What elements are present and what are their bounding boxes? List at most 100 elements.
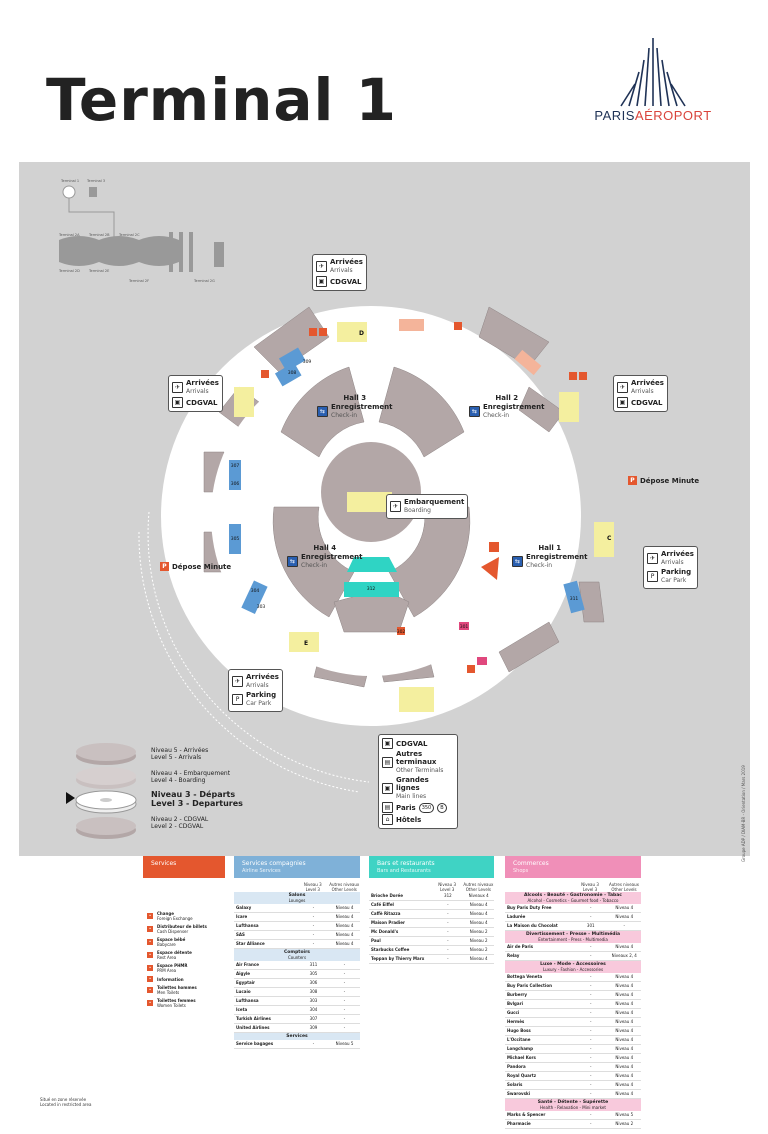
mini-map-label: Terminal 2D (58, 269, 80, 273)
table-cell: Swarovski (507, 1091, 531, 1096)
table-cell: Niveau 4 (615, 944, 634, 949)
train-icon: ▣ (617, 397, 628, 408)
table-cell: Niveau 4 (615, 1064, 634, 1069)
table-cell: Niveau 4 (615, 1019, 634, 1024)
table-cell: Niveaux 4 (468, 893, 489, 898)
table-cell: Hugo Boss (507, 1028, 531, 1033)
header-en: Other Levels (611, 887, 637, 892)
table-cell: Niveau 4 (469, 911, 488, 916)
table-cell: Niveau 4 (615, 905, 634, 910)
table-cell: Gucci (507, 1010, 520, 1015)
page-title: Terminal 1 (46, 66, 397, 134)
table-cell: - (312, 932, 315, 937)
table-cell: - (590, 1028, 592, 1033)
room-number: 311 (570, 596, 579, 602)
table-cell: - (447, 956, 449, 961)
table-row: Icare-Niveau 4 (234, 913, 360, 922)
table-row: Royal Quartz-Niveau 4 (505, 1072, 641, 1081)
service-icon: • (147, 939, 153, 945)
table-cell: Niveaux 2, 4 (611, 953, 637, 958)
table-cell: - (447, 920, 449, 925)
train-icon: ▣ (382, 738, 393, 749)
section-fr: Santé - Détente - Supérette (537, 1100, 609, 1105)
mini-map (59, 185, 224, 272)
table-cell: - (447, 929, 449, 934)
header-en: Other Levels (465, 887, 492, 892)
table-cell: 303 (309, 998, 318, 1003)
door-label: D (359, 330, 364, 337)
table-cell: - (312, 914, 315, 919)
section-en: Lounges (288, 898, 306, 903)
table-cell: Marks & Spencer (507, 1112, 546, 1117)
table-row: Galaxy-Niveau 4 (234, 904, 360, 913)
check-in-icon: ⇆ (287, 556, 298, 567)
table-cell: Hermès (507, 1019, 525, 1024)
header-fr: Autres niveaux (608, 882, 640, 887)
table-cell: Niveau 4 (615, 983, 634, 988)
table-cell: SAS (236, 932, 245, 937)
table-row: Michael Kors-Niveau 4 (505, 1054, 641, 1063)
room-number: 306 (231, 481, 240, 487)
service-en: Rest Area (157, 955, 177, 960)
terminal-map: Terminal 1 Terminal 3 Terminal 2A Termin… (19, 162, 750, 862)
table-cell: United Airlines (236, 1025, 270, 1030)
mini-map-label: Terminal 2F (128, 279, 149, 283)
table-cell: Air de Paris (507, 944, 534, 949)
table-row: Lufthansa-Niveau 4 (234, 922, 360, 931)
table-cell: Turkish Airlines (236, 1016, 271, 1021)
service-fr: Information (157, 976, 184, 982)
side-note: Groupe ADP / DIAM-BR - Orientation / Mar… (741, 765, 746, 862)
services-header: Services (143, 856, 225, 878)
table-cell: Teppan by Thierry Marx (371, 956, 425, 961)
table-cell: - (343, 971, 346, 976)
service-label: Information (157, 977, 184, 982)
table-cell: - (590, 983, 592, 988)
room-number: 302 (397, 629, 406, 635)
table-cell: 305 (309, 971, 318, 976)
rer-line-badge: B (437, 802, 447, 813)
mini-map-label: Terminal 2A (58, 233, 80, 237)
door-label: E (304, 640, 308, 647)
table-cell: Lufthansa (236, 923, 259, 928)
table-cell: Niveau 4 (615, 1001, 634, 1006)
table-cell: Egyptair (236, 980, 256, 985)
service-fr: Espace bébé (157, 937, 186, 942)
parking-icon: P (647, 571, 658, 582)
header-fr: Niveau 3 (303, 882, 322, 887)
section-en: Alcohol - Cosmetics - Gourmet food - Tob… (527, 898, 619, 903)
table-cell: Niveau 4 (469, 920, 488, 925)
table-cell: - (312, 923, 315, 928)
table-cell: - (590, 1037, 592, 1042)
mini-map-label: Terminal 1 (60, 179, 79, 183)
table-cell: La Maison du Chocolat (507, 923, 558, 928)
table-cell: Niveau 4 (615, 914, 634, 919)
table-cell: Mc Donald's (371, 929, 399, 934)
service-en: Women Toilets (157, 1003, 186, 1008)
table-cell: Niveau 4 (615, 1046, 634, 1051)
room-number: 307 (231, 463, 240, 469)
table-cell: Air France (236, 962, 259, 967)
table-cell: - (590, 905, 592, 910)
